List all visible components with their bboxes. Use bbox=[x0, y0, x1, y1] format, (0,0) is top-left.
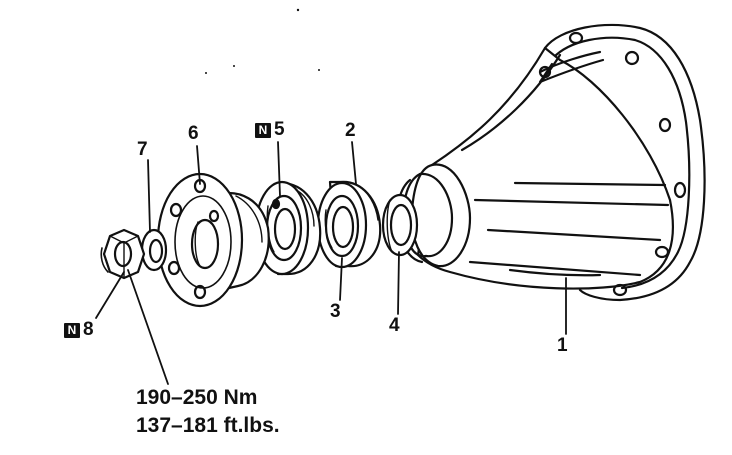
leader-6 bbox=[196, 145, 201, 185]
companion-flange-part bbox=[156, 172, 270, 308]
callout-6: 6 bbox=[188, 123, 199, 144]
print-specks bbox=[205, 8, 320, 74]
torque-imperial: 137–181 ft.lbs. bbox=[136, 414, 280, 437]
spacer-ring-part bbox=[381, 193, 419, 257]
leader-3 bbox=[339, 257, 343, 301]
leader-8 bbox=[95, 271, 125, 319]
leader-4 bbox=[397, 251, 400, 315]
leader-lines bbox=[95, 141, 567, 385]
torque-spec: 190–250 Nm 137–181 ft.lbs. bbox=[136, 384, 280, 440]
torque-metric: 190–250 Nm bbox=[136, 386, 258, 409]
oil-seal-part bbox=[254, 180, 322, 276]
leader-5 bbox=[277, 141, 281, 197]
leader-7 bbox=[147, 159, 151, 233]
callout-4: 4 bbox=[389, 315, 400, 336]
nut-part bbox=[100, 228, 146, 280]
callout-2: 2 bbox=[345, 120, 356, 141]
leader-2 bbox=[351, 141, 357, 185]
bearing-part bbox=[316, 180, 382, 269]
callout-7: 7 bbox=[137, 139, 148, 160]
housing-part bbox=[396, 23, 706, 302]
callout-3: 3 bbox=[330, 301, 341, 322]
new-part-badge: N bbox=[64, 323, 80, 338]
leader-torque bbox=[127, 269, 169, 385]
new-part-badge: N bbox=[255, 123, 271, 138]
washer-part bbox=[140, 228, 168, 272]
callout-1: 1 bbox=[557, 335, 568, 356]
